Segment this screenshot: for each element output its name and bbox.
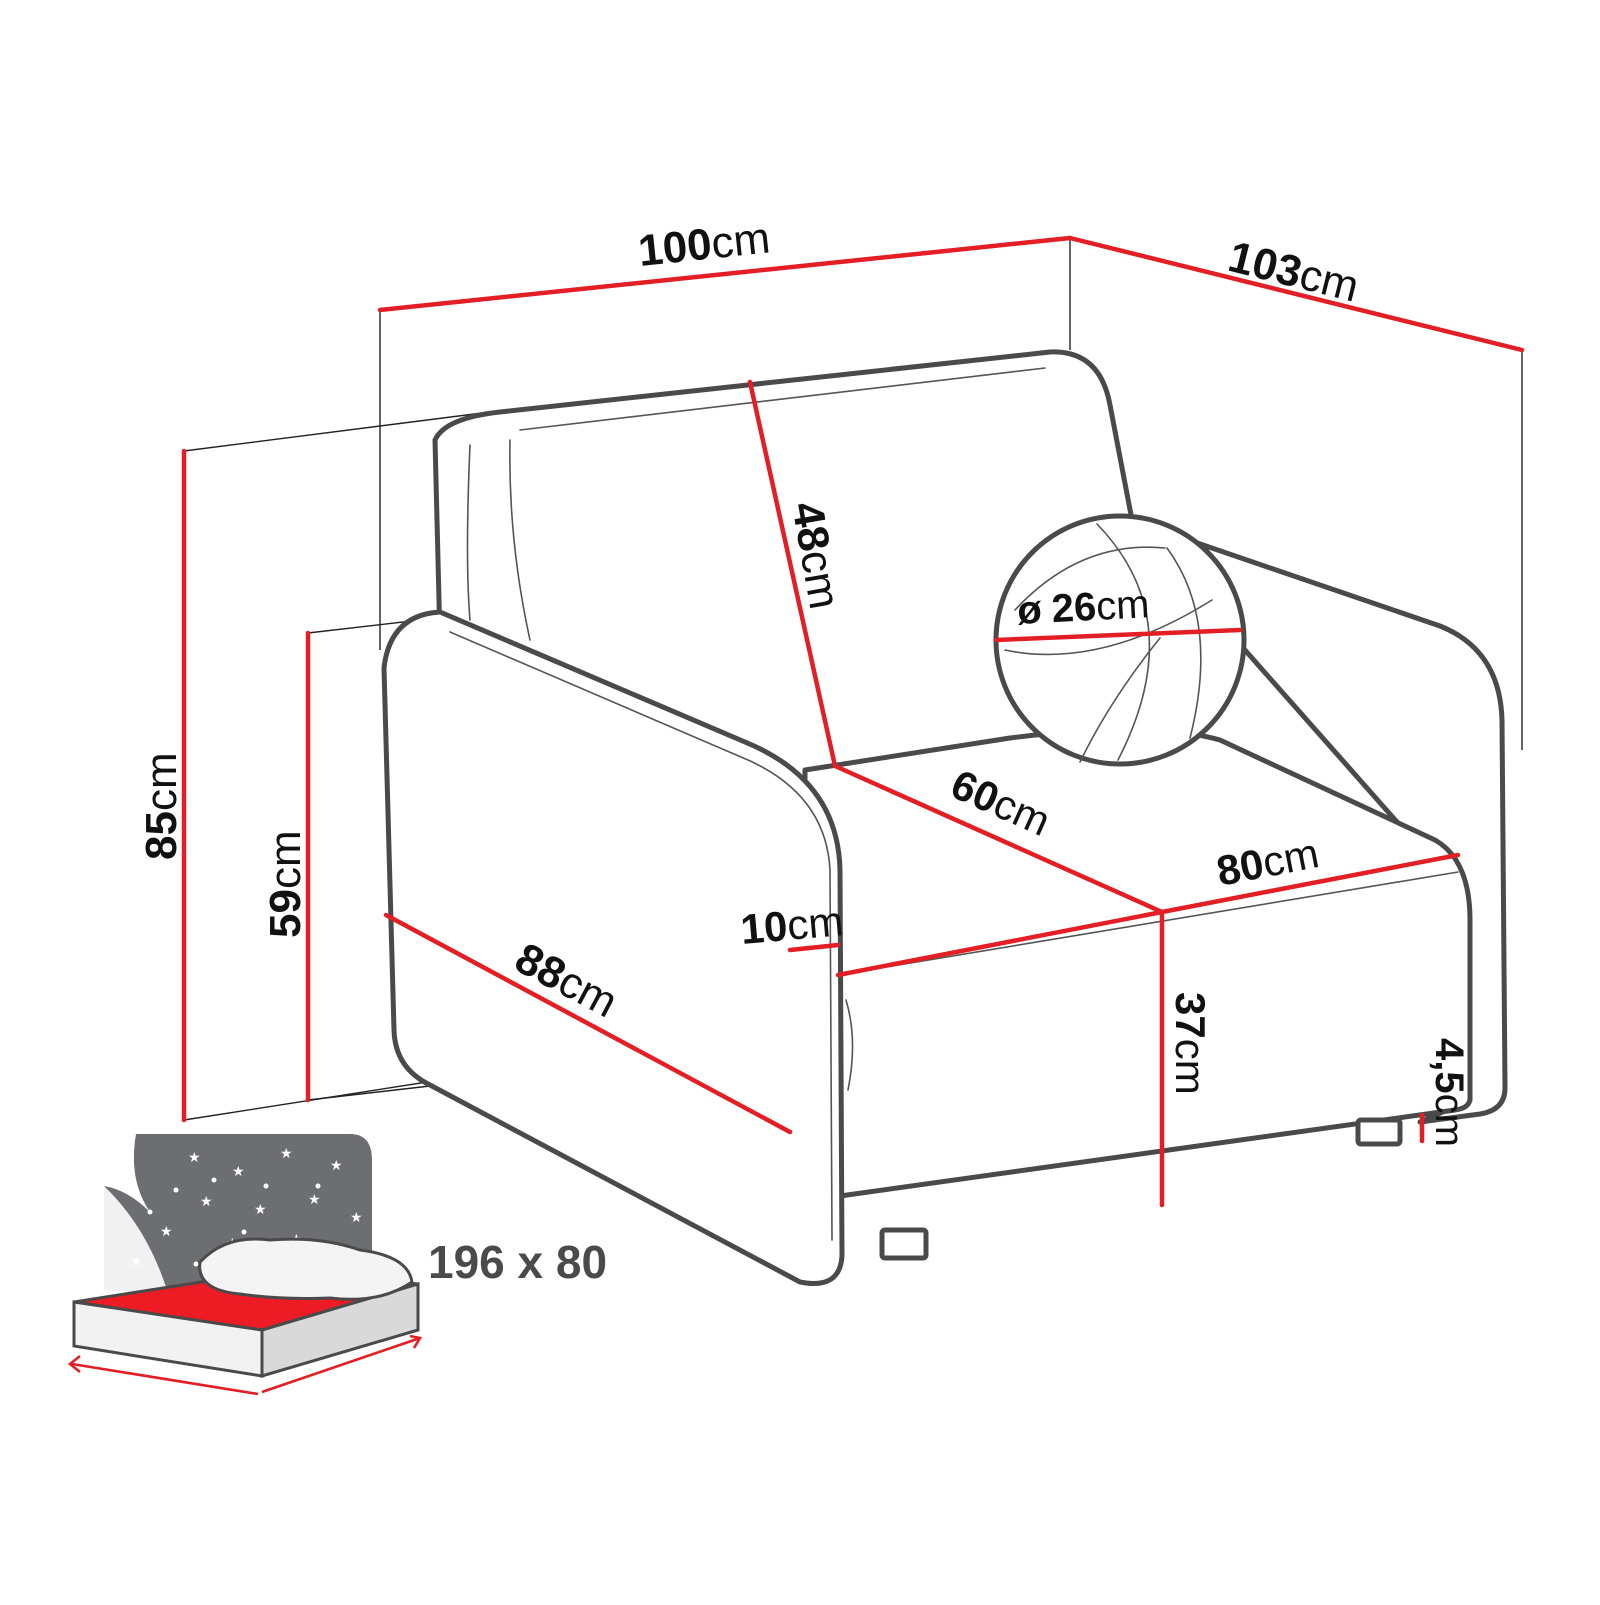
label-total-height: 85cm — [137, 752, 186, 860]
dim-line-width — [377, 235, 1073, 313]
label-armrest-height: 59cm — [261, 830, 310, 938]
dim-line-armrest-width — [787, 942, 841, 953]
label-seat-width: 80cm — [1213, 829, 1323, 895]
dim-line-depth — [1067, 235, 1525, 353]
svg-text:★: ★ — [254, 1201, 267, 1217]
dim-line-backrest — [747, 379, 838, 769]
dim-line-seat-depth — [832, 763, 1165, 915]
armchair-icon — [381, 349, 1508, 1286]
dim-line-seat-width — [1159, 852, 1461, 915]
dim-line-front — [835, 909, 1165, 978]
bed-pillow — [198, 1237, 414, 1301]
dim-line-pillow — [993, 627, 1243, 643]
label-backrest: 48cm — [782, 498, 849, 612]
extension-lines — [183, 238, 1523, 1121]
svg-text:★: ★ — [188, 1149, 201, 1165]
svg-text:★: ★ — [130, 1253, 143, 1269]
label-leg-height: 4,5cm — [1427, 1038, 1471, 1147]
leg-right — [1355, 1117, 1403, 1147]
svg-text:★: ★ — [350, 1209, 363, 1225]
svg-text:★: ★ — [330, 1157, 343, 1173]
bed-night-icon: ★★ ★★ ★★ ★★ ★★ ★★ — [67, 1134, 423, 1396]
label-armrest-width: 10cm — [739, 897, 845, 953]
dim-line-armrest-length — [383, 912, 793, 1135]
left-armrest — [381, 609, 845, 1286]
leg-front — [879, 1227, 929, 1261]
bed-size-arrows — [67, 1334, 423, 1396]
label-seat-height: 37cm — [1167, 992, 1214, 1095]
svg-text:★: ★ — [200, 1193, 213, 1209]
svg-text:★: ★ — [280, 1145, 293, 1161]
svg-text:★: ★ — [160, 1223, 173, 1239]
svg-text:★: ★ — [232, 1163, 245, 1179]
dimension-lines — [181, 235, 1525, 1208]
label-width: 100cm — [636, 213, 772, 276]
svg-text:★: ★ — [308, 1191, 321, 1207]
sleeping-area-size: 196 x 80 — [428, 1236, 607, 1288]
label-depth: 103cm — [1224, 232, 1364, 311]
